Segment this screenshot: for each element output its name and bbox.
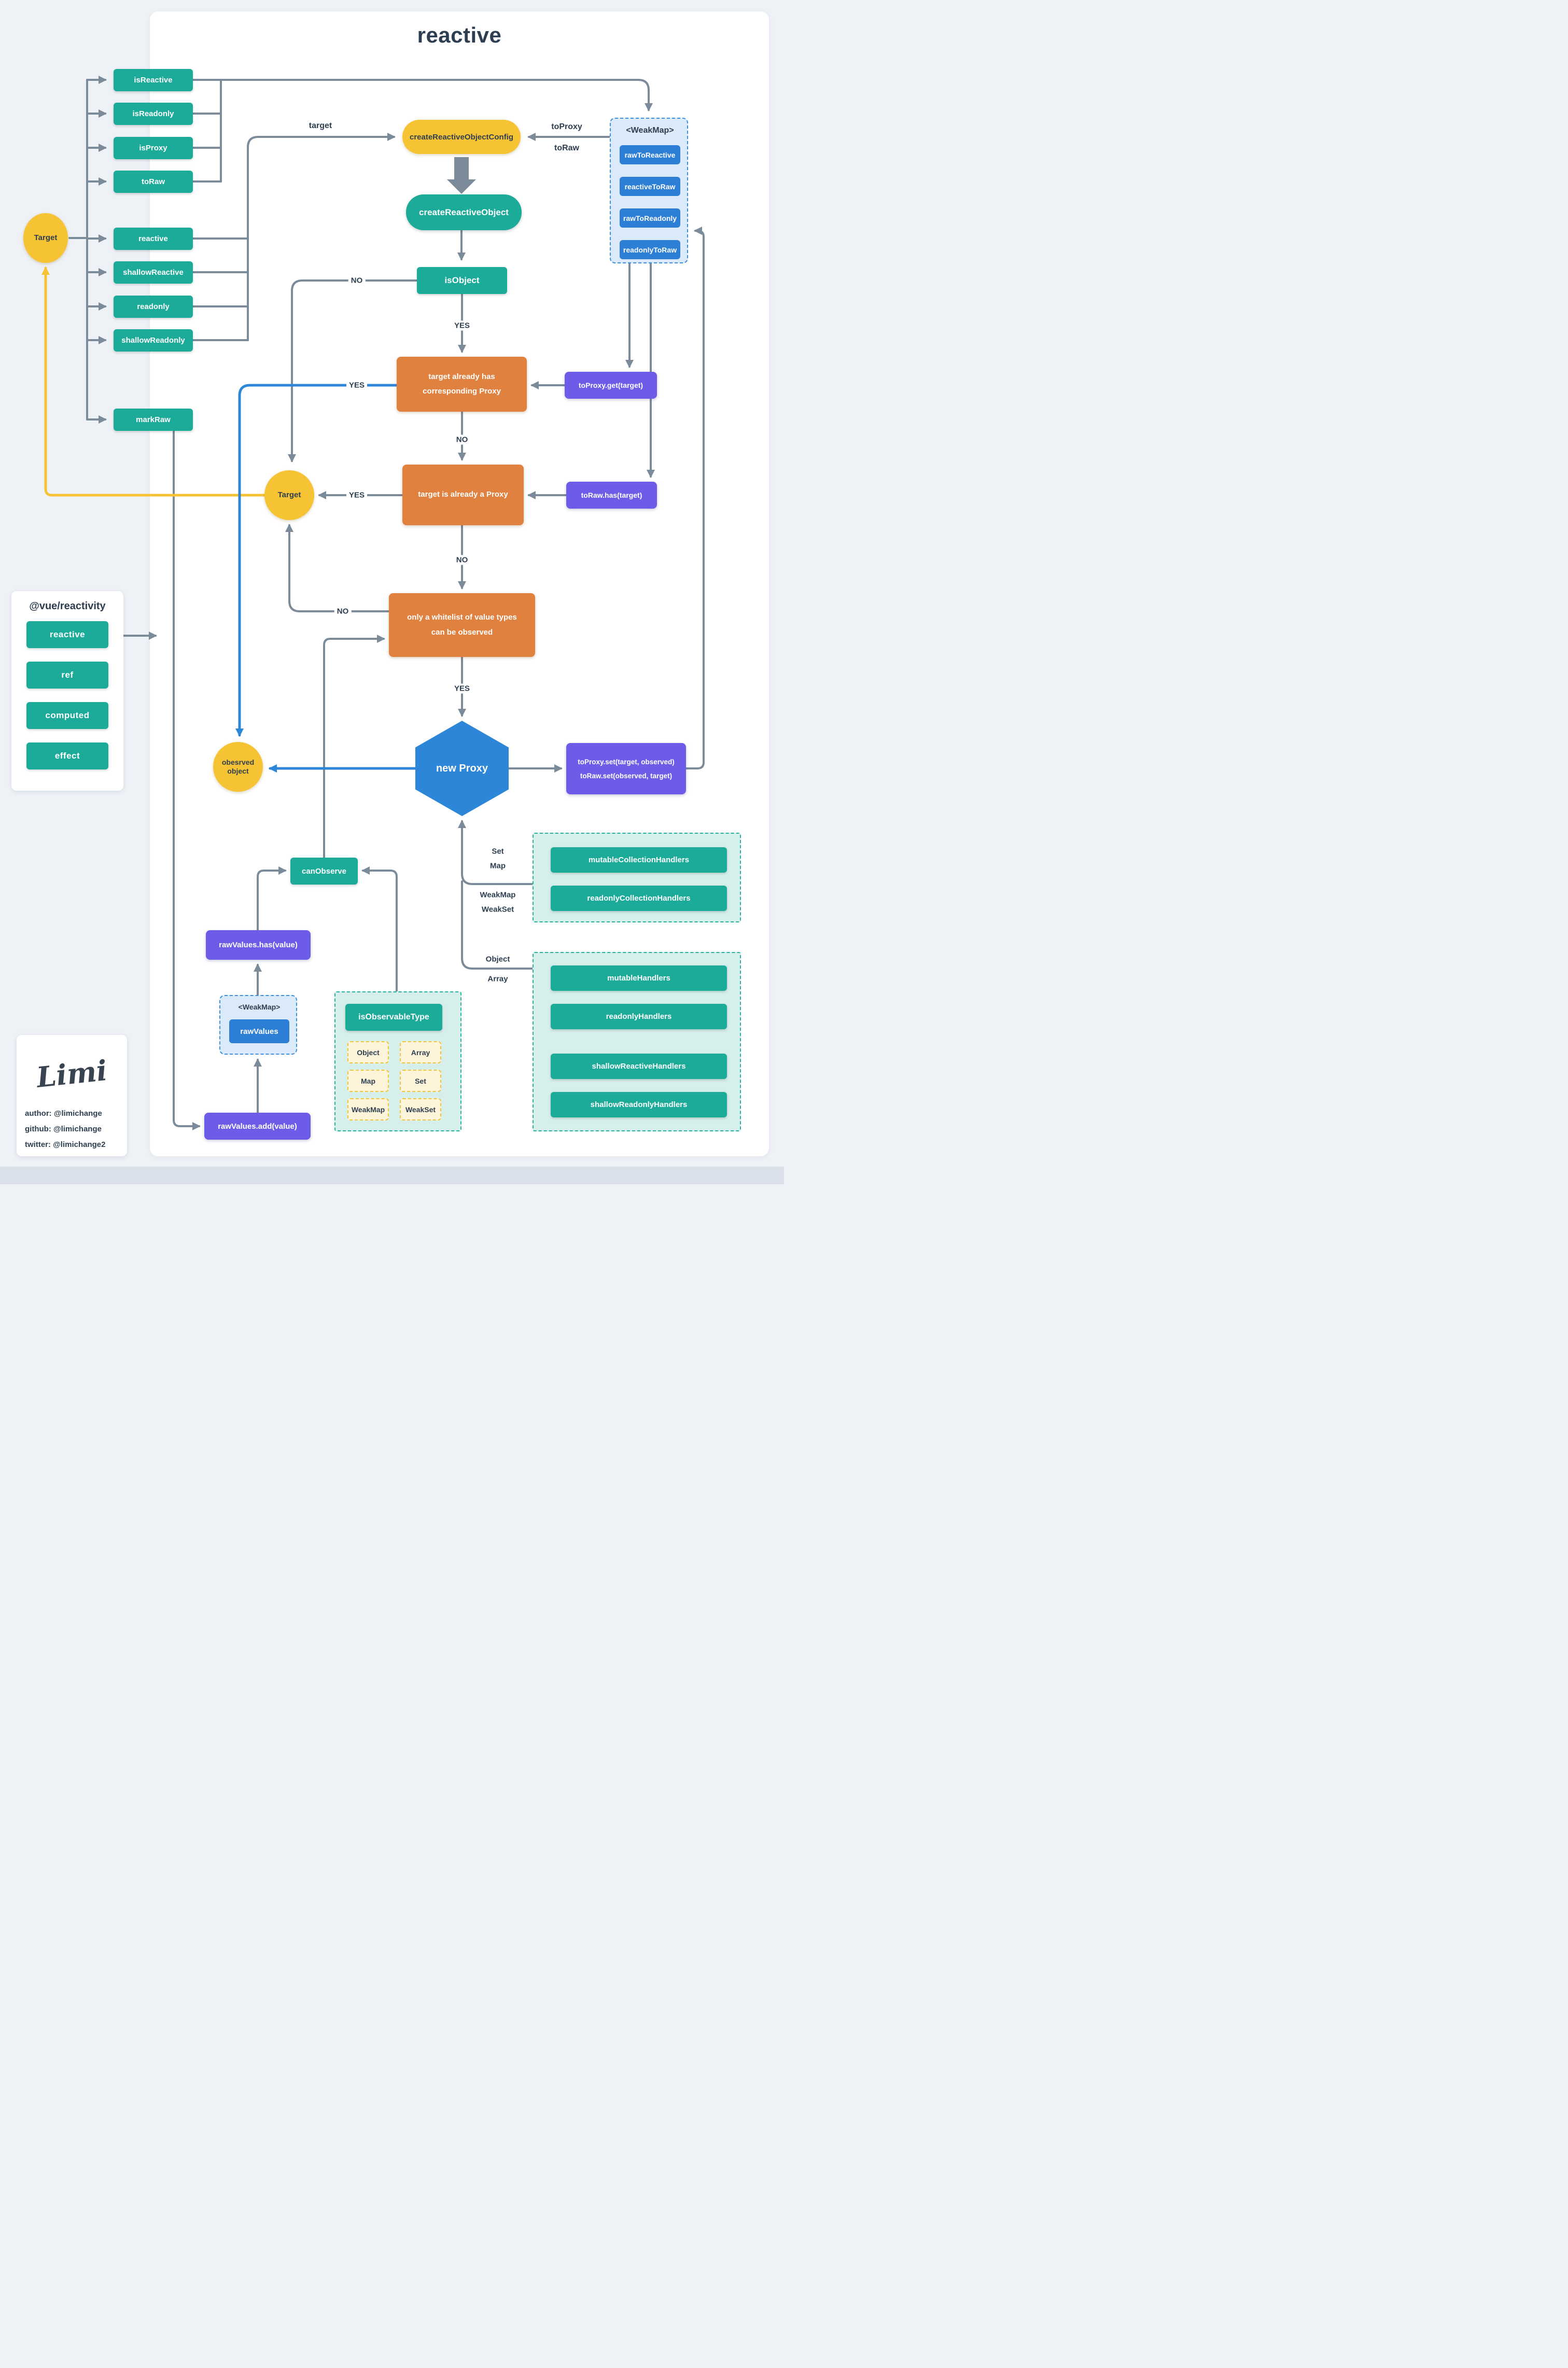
rawvalues-box: rawValues (229, 1019, 289, 1043)
observed-line2: object (227, 767, 249, 775)
signature-logo: Limi (35, 1054, 109, 1094)
type-chip-object: Object (347, 1041, 389, 1063)
type-chip-weakmap: WeakMap (347, 1098, 389, 1120)
node-shallow-readonly-handlers: shallowReadonlyHandlers (551, 1092, 727, 1117)
label-object: Object (485, 955, 510, 964)
node-readonly: readonly (114, 296, 193, 318)
package-item-reactive: reactive (26, 621, 108, 648)
type-chip-array: Array (400, 1041, 441, 1063)
type-chip-map: Map (347, 1070, 389, 1092)
node-mutable-collection-handlers: mutableCollectionHandlers (551, 847, 727, 873)
label-set: Set (492, 847, 504, 856)
node-isobject: isObject (417, 267, 507, 294)
already-has-proxy-line2: corresponding Proxy (423, 387, 501, 396)
weakmap-item-rawtoreadonly: rawToReadonly (620, 208, 680, 228)
edge-label-no-hasproxy: NO (453, 435, 471, 445)
footer-band (0, 1167, 784, 1184)
target-circle-mid: Target (264, 470, 314, 520)
node-already-has-proxy: target already has corresponding Proxy (397, 357, 527, 412)
whitelist-line1: only a whitelist of value types (407, 613, 517, 622)
node-shallowreadonly: shallowReadonly (114, 329, 193, 352)
rawvalues-weakmap-group: <WeakMap> rawValues (219, 995, 297, 1055)
node-create-reactive-object-config: createReactiveObjectConfig (402, 120, 521, 154)
diagram-canvas: reactive isReactive isReadonly isProxy t… (0, 0, 784, 1184)
type-chip-weakset: WeakSet (400, 1098, 441, 1120)
edge-label-no-isproxy: NO (453, 555, 471, 565)
collection-handlers-group: mutableCollectionHandlers readonlyCollec… (533, 833, 741, 922)
package-item-effect: effect (26, 742, 108, 769)
label-array: Array (487, 974, 508, 984)
label-toproxy: toProxy (551, 122, 582, 131)
edge-label-yes-isproxy: YES (346, 490, 368, 500)
node-rawvalues-has: rawValues.has(value) (206, 930, 311, 960)
node-readonly-handlers: readonlyHandlers (551, 1004, 727, 1029)
set-ops-line1: toProxy.set(target, observed) (578, 758, 675, 766)
weakmap-item-rawtoreactive: rawToReactive (620, 145, 680, 164)
whitelist-line2: can be observed (431, 627, 493, 637)
page-title: reactive (417, 23, 502, 47)
weakmap-item-reactivetoraw: reactiveToRaw (620, 177, 680, 196)
node-toraw-has: toRaw.has(target) (566, 482, 657, 509)
set-ops-line2: toRaw.set(observed, target) (580, 772, 673, 780)
node-markraw: markRaw (114, 409, 193, 431)
signature-author: author: @limichange (25, 1109, 102, 1118)
node-is-already-proxy: target is already a Proxy (402, 465, 524, 525)
signature-github: github: @limichange (25, 1125, 102, 1133)
node-create-reactive-object: createReactiveObject (406, 194, 522, 230)
node-whitelist: only a whitelist of value types can be ob… (389, 593, 535, 657)
observed-line1: obesrved (221, 758, 255, 766)
edge-label-yes-hasproxy: YES (346, 380, 368, 390)
label-weakmap: WeakMap (480, 890, 516, 900)
type-chip-set: Set (400, 1070, 441, 1092)
observable-type-title: isObservableType (345, 1004, 442, 1031)
package-item-ref: ref (26, 662, 108, 689)
node-shallowreactive: shallowReactive (114, 261, 193, 284)
package-card-title: @vue/reactivity (29, 600, 106, 612)
rawvalues-weakmap-title: <WeakMap> (238, 1003, 281, 1011)
label-target-arg: target (309, 121, 332, 130)
node-mutable-handlers: mutableHandlers (551, 965, 727, 991)
node-isproxy: isProxy (114, 137, 193, 159)
node-shallow-reactive-handlers: shallowReactiveHandlers (551, 1054, 727, 1079)
node-isreadonly: isReadonly (114, 103, 193, 125)
observable-type-group: isObservableType Object Array Map Set We… (334, 991, 461, 1131)
node-reactive: reactive (114, 228, 193, 250)
node-isreactive: isReactive (114, 69, 193, 91)
edge-label-yes-whitelist: YES (451, 683, 473, 694)
node-readonly-collection-handlers: readonlyCollectionHandlers (551, 886, 727, 911)
label-weakset: WeakSet (481, 905, 514, 914)
node-toraw: toRaw (114, 171, 193, 193)
weakmap-title: <WeakMap> (626, 126, 674, 135)
signature-twitter: twitter: @limichange2 (25, 1140, 106, 1149)
edge-label-yes-isobject: YES (451, 320, 473, 331)
edge-label-no-isobject: NO (348, 275, 366, 286)
label-map: Map (490, 861, 506, 871)
already-has-proxy-line1: target already has (428, 372, 495, 381)
weakmap-group: <WeakMap> rawToReactive reactiveToRaw ra… (610, 118, 688, 263)
node-canobserve: canObserve (290, 858, 358, 885)
signature-card: Limi author: @limichange github: @limich… (17, 1035, 127, 1156)
package-card: @vue/reactivity reactive ref computed ef… (11, 591, 123, 791)
target-circle-left: Target (23, 213, 68, 263)
node-rawvalues-add: rawValues.add(value) (204, 1113, 311, 1140)
label-toraw: toRaw (554, 144, 579, 152)
package-item-computed: computed (26, 702, 108, 729)
weakmap-item-readonlytoraw: readonlyToRaw (620, 240, 680, 259)
edge-label-no-whitelist: NO (334, 606, 352, 616)
node-set-ops: toProxy.set(target, observed) toRaw.set(o… (566, 743, 686, 794)
node-toproxy-get: toProxy.get(target) (565, 372, 657, 399)
base-handlers-group: mutableHandlers readonlyHandlers shallow… (533, 952, 741, 1131)
